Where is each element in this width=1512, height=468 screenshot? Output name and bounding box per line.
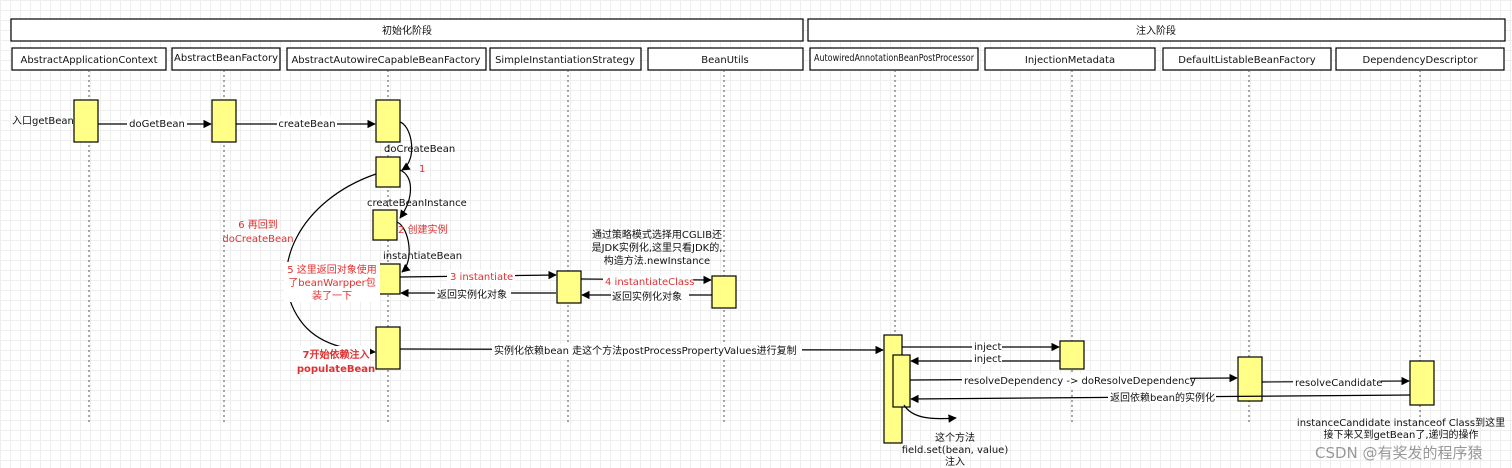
activation-bar	[73, 99, 99, 143]
label-resolve-candidate: resolveCandidate	[1295, 378, 1382, 389]
svg-text:5 这里返回对象使用: 5 这里返回对象使用	[287, 263, 377, 276]
label-do-get-bean: doGetBean	[129, 119, 185, 130]
note-candidate: instanceCandidate instanceof Class到这里 接下…	[1297, 416, 1505, 441]
svg-text:AbstractAutowireCapableBeanFac: AbstractAutowireCapableBeanFactory	[291, 55, 480, 66]
message-labels: 入口getBean doGetBean createBean doCreateB…	[12, 116, 1382, 404]
svg-text:接下来又到getBean了,递归的操作: 接下来又到getBean了,递归的操作	[1323, 428, 1478, 441]
label-step-3: 3 instantiate	[450, 272, 513, 283]
activation-bar	[372, 209, 398, 241]
svg-text:是JDK实例化,这里只看JDK的,: 是JDK实例化,这里只看JDK的,	[592, 241, 723, 254]
label-entry: 入口getBean	[12, 116, 74, 127]
participant-default-listable-bean-factory: DefaultListableBeanFactory	[1162, 47, 1332, 71]
phase-init-label: 初始化阶段	[382, 24, 432, 37]
participant-abstract-bean-factory: AbstractBeanFactory	[171, 47, 281, 71]
svg-text:AbstractBeanFactory: AbstractBeanFactory	[174, 53, 278, 64]
label-return-instance-strategy: 返回实例化对象	[437, 288, 507, 301]
activation-bar	[375, 326, 401, 370]
label-step-1: 1	[419, 164, 425, 175]
watermark: CSDN @有奖发的程序猿	[1315, 444, 1483, 462]
svg-text:通过策略模式选择用CGLIB还: 通过策略模式选择用CGLIB还	[592, 228, 722, 241]
activation-bar	[556, 270, 582, 304]
svg-text:这个方法: 这个方法	[935, 431, 975, 444]
activation-bar	[1409, 360, 1435, 406]
label-inject-1: inject	[974, 342, 1002, 353]
svg-text:了beanWarpper包: 了beanWarpper包	[288, 276, 375, 289]
activation-bar	[1237, 356, 1263, 402]
activation-bars	[73, 99, 1435, 444]
svg-text:instanceCandidate instanceof C: instanceCandidate instanceof Class到这里	[1297, 416, 1505, 429]
label-resolve-dependency: resolveDependency -> doResolveDependency	[964, 376, 1196, 387]
phase-inject-label: 注入阶段	[1136, 24, 1176, 37]
label-populate-call: 实例化依赖bean 走这个方法postProcessPropertyValues…	[494, 344, 797, 357]
participant-abstract-autowire-capable-bean-factory: AbstractAutowireCapableBeanFactory	[286, 47, 487, 71]
label-create-bean-instance: createBeanInstance	[367, 198, 467, 209]
svg-text:7开始依赖注入: 7开始依赖注入	[303, 348, 370, 361]
label-inject-2: inject	[974, 354, 1002, 365]
note-field-set: 这个方法 field.set(bean, value) 注入	[902, 431, 1009, 468]
svg-text:populateBean: populateBean	[297, 364, 375, 375]
svg-text:构造方法.newInstance: 构造方法.newInstance	[604, 254, 710, 267]
svg-text:BeanUtils: BeanUtils	[701, 55, 749, 66]
svg-text:AutowiredAnnotationBeanPostPro: AutowiredAnnotationBeanPostProcessor	[814, 53, 975, 64]
note-step-7: 7开始依赖注入 populateBean	[297, 346, 375, 375]
participant-abstract-application-context: AbstractApplicationContext	[11, 47, 167, 71]
participant-simple-instantiation-strategy: SimpleInstantiationStrategy	[489, 47, 642, 71]
label-step-2: 2 创建实例	[398, 223, 448, 236]
label-create-bean: createBean	[278, 119, 335, 130]
phase-init: 初始化阶段	[10, 18, 804, 42]
label-return-instance-bean-utils: 返回实例化对象	[612, 290, 682, 303]
note-strategy: 通过策略模式选择用CGLIB还 是JDK实例化,这里只看JDK的, 构造方法.n…	[592, 228, 723, 267]
note-step-5: 5 这里返回对象使用 了beanWarpper包 装了一下	[284, 262, 380, 302]
label-return-dependency: 返回依赖bean的实例化	[1110, 391, 1215, 404]
label-do-create-bean: doCreateBean	[384, 144, 455, 155]
svg-text:field.set(bean, value): field.set(bean, value)	[902, 445, 1009, 456]
activation-bar	[892, 354, 911, 408]
participant-autowired-annotation-bpp: AutowiredAnnotationBeanPostProcessor	[809, 47, 979, 71]
svg-text:doCreateBean: doCreateBean	[222, 234, 293, 245]
svg-text:装了一下: 装了一下	[312, 289, 352, 302]
label-step-4: 4 instantiateClass	[605, 277, 694, 288]
activation-bar	[375, 156, 401, 188]
svg-text:DefaultListableBeanFactory: DefaultListableBeanFactory	[1178, 55, 1316, 66]
activation-bar	[375, 99, 401, 143]
activation-bar	[711, 275, 737, 309]
activation-bar	[211, 99, 237, 143]
svg-text:DependencyDescriptor: DependencyDescriptor	[1363, 55, 1479, 66]
participant-injection-metadata: InjectionMetadata	[984, 47, 1156, 71]
note-step-6: 6 再回到 doCreateBean	[222, 219, 293, 245]
label-instantiate-bean: instantiateBean	[383, 251, 462, 262]
participant-dependency-descriptor: DependencyDescriptor	[1335, 47, 1505, 71]
svg-text:InjectionMetadata: InjectionMetadata	[1025, 55, 1115, 66]
svg-text:注入: 注入	[945, 455, 965, 468]
svg-text:AbstractApplicationContext: AbstractApplicationContext	[20, 55, 157, 66]
participant-bean-utils: BeanUtils	[647, 47, 804, 71]
phase-inject: 注入阶段	[807, 18, 1506, 42]
svg-text:6 再回到: 6 再回到	[238, 219, 278, 231]
svg-text:SimpleInstantiationStrategy: SimpleInstantiationStrategy	[495, 55, 635, 66]
activation-bar	[1059, 340, 1085, 370]
